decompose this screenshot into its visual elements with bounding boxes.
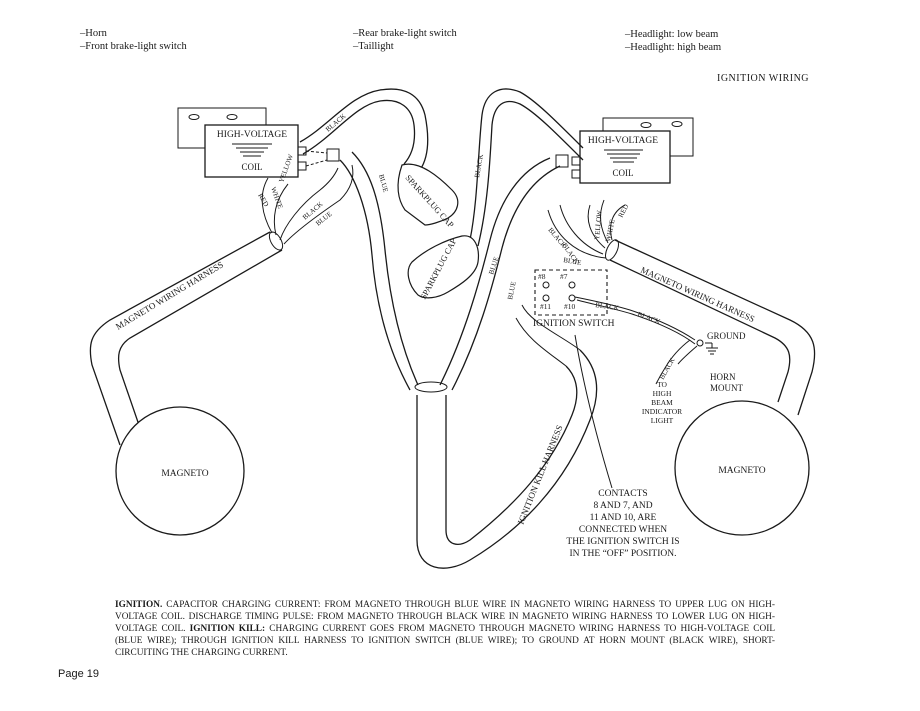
svg-text:LIGHT: LIGHT xyxy=(651,416,674,425)
sparkplug-cap-1: SPARKPLUG CAP xyxy=(397,163,459,230)
sparkplug-cap-2: SPARKPLUG CAP xyxy=(407,235,480,301)
ignition-switch: #8 #7 #11 #10 IGNITION SWITCH BLACK BLAC… xyxy=(533,269,696,345)
right-harness-label: MAGNETO WIRING HARNESS xyxy=(639,265,756,324)
svg-text:BLUE: BLUE xyxy=(377,173,389,193)
svg-text:RED: RED xyxy=(256,192,270,208)
svg-text:BLUE: BLUE xyxy=(314,210,333,228)
caption-kill-heading: IGNITION KILL: xyxy=(189,624,266,634)
mount-hole-icon xyxy=(671,121,683,127)
svg-text:BLACK: BLACK xyxy=(658,356,677,381)
right-magneto: MAGNETO xyxy=(674,400,810,536)
svg-text:BLUE: BLUE xyxy=(506,281,518,301)
figure-caption: IGNITION. Capacitor charging current: fr… xyxy=(115,599,775,659)
contacts-note: CONTACTS 8 AND 7, AND 11 AND 10, ARE CON… xyxy=(566,489,680,559)
caption-ignition-heading: IGNITION. xyxy=(115,600,163,610)
svg-text:YELLOW: YELLOW xyxy=(593,210,604,241)
left-coil-label: COIL xyxy=(242,162,263,172)
svg-text:#7: #7 xyxy=(560,272,568,281)
mount-hole-icon xyxy=(188,114,200,120)
mount-hole-icon xyxy=(226,114,238,120)
caption-ignition-text: Capacitor charging current: from magneto… xyxy=(115,600,775,634)
high-beam-indicator-label: TO HIGH BEAM INDICATOR LIGHT xyxy=(642,380,682,425)
mount-hole-icon xyxy=(640,122,652,128)
legend-high-beam: –Headlight: high beam xyxy=(625,42,722,53)
left-coil-title: HIGH-VOLTAGE xyxy=(217,130,287,140)
svg-text:RED: RED xyxy=(617,203,631,219)
right-coil-box xyxy=(579,130,671,184)
svg-text:#11: #11 xyxy=(540,302,551,311)
svg-text:#8: #8 xyxy=(538,272,546,281)
svg-text:BLACK: BLACK xyxy=(473,154,485,179)
right-coil-title: HIGH-VOLTAGE xyxy=(588,136,658,146)
horn-mount-label-1: HORN xyxy=(710,372,736,382)
right-magneto-label: MAGNETO xyxy=(718,466,765,476)
svg-text:BLACK: BLACK xyxy=(636,310,661,326)
svg-text:WHITE: WHITE xyxy=(269,186,284,210)
svg-text:BEAM: BEAM xyxy=(651,398,673,407)
left-magneto: MAGNETO xyxy=(115,406,245,536)
legend-horn: –Horn xyxy=(80,28,107,39)
legend-taillight: –Taillight xyxy=(353,41,394,52)
svg-text:INDICATOR: INDICATOR xyxy=(642,407,682,416)
legend-front-brake: –Front brake-light switch xyxy=(80,41,187,52)
caption-kill-text: Charging current goes from magneto throu… xyxy=(115,624,775,658)
ignition-switch-outline xyxy=(534,269,608,316)
right-coil-assembly: HIGH-VOLTAGE COIL xyxy=(555,117,694,184)
horn-mount-label-2: MOUNT xyxy=(710,383,744,393)
svg-text:BLUE: BLUE xyxy=(487,256,500,276)
ignition-switch-label: IGNITION SWITCH xyxy=(533,319,615,329)
svg-text:#10: #10 xyxy=(564,302,576,311)
ground-label: GROUND xyxy=(707,331,746,341)
svg-text:BLACK: BLACK xyxy=(595,301,620,312)
right-coil-label: COIL xyxy=(613,168,634,178)
high-tension-leads xyxy=(299,88,584,247)
ground-point: GROUND HORN MOUNT BLACK xyxy=(655,331,746,393)
page-number: Page 19 xyxy=(58,668,99,680)
svg-text:HIGH: HIGH xyxy=(653,389,672,398)
left-coil-assembly: HIGH-VOLTAGE COIL xyxy=(177,107,340,178)
legend-rear-brake: –Rear brake-light switch xyxy=(353,28,457,39)
left-magneto-label: MAGNETO xyxy=(161,469,208,479)
diagram-title: IGNITION WIRING xyxy=(717,73,810,84)
svg-text:BLUE: BLUE xyxy=(563,256,582,267)
svg-text:TO: TO xyxy=(657,380,667,389)
svg-text:WHITE: WHITE xyxy=(604,219,617,243)
legend-low-beam: –Headlight: low beam xyxy=(625,29,719,40)
contacts-pointer xyxy=(574,334,613,489)
left-magneto-harness: MAGNETO WIRING HARNESS RED WHITE YELLOW … xyxy=(89,153,354,446)
left-harness-label: MAGNETO WIRING HARNESS xyxy=(114,259,225,331)
left-coil-box xyxy=(204,124,299,178)
